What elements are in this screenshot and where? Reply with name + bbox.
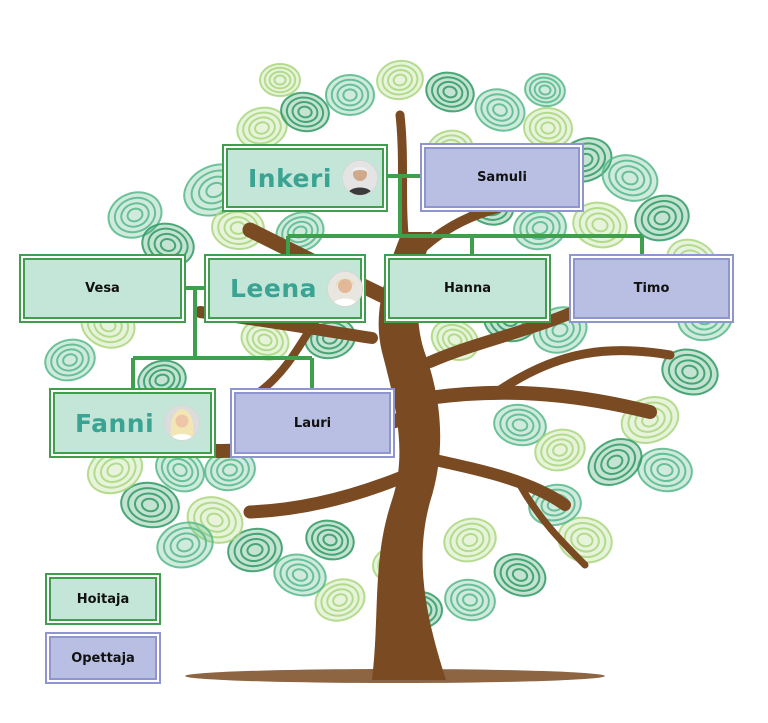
leaf-icon xyxy=(376,59,424,101)
leaf-icon xyxy=(314,578,366,622)
leaf-icon xyxy=(227,527,283,573)
leaf-icon xyxy=(305,519,355,561)
node-name: Leena xyxy=(230,274,318,303)
person-photo-icon xyxy=(341,160,378,196)
node-lauri[interactable]: Lauri xyxy=(234,392,391,454)
legend-label: Opettaja xyxy=(71,650,135,666)
node-name: Inkeri xyxy=(248,163,332,193)
node-timo[interactable]: Timo xyxy=(573,258,730,319)
legend-hoitaja: Hoitaja xyxy=(49,577,157,621)
node-fanni[interactable]: Fanni xyxy=(53,392,212,454)
node-name: Lauri xyxy=(293,415,332,431)
leaf-icon xyxy=(259,63,301,97)
leaf-icon xyxy=(273,553,327,597)
leaf-icon xyxy=(156,521,214,569)
leaf-icon xyxy=(474,88,526,132)
leaf-icon xyxy=(524,72,566,108)
family-connectors xyxy=(131,174,644,390)
leaf-icon xyxy=(523,106,573,150)
leaf-icon xyxy=(601,154,659,202)
leaf-icon xyxy=(443,517,497,563)
leaf-icon xyxy=(661,348,719,396)
person-photo-icon xyxy=(164,405,201,441)
leaf-icon xyxy=(513,205,567,251)
leaf-icon xyxy=(634,194,690,242)
node-name: Samuli xyxy=(477,170,527,185)
leaf-icon xyxy=(44,338,96,382)
leaf-icon xyxy=(280,91,330,133)
leaf-icon xyxy=(534,428,586,472)
node-inkeri[interactable]: Inkeri xyxy=(226,148,384,208)
node-leena[interactable]: Leena xyxy=(208,258,364,319)
person-photo-icon xyxy=(327,270,364,307)
node-name: Vesa xyxy=(85,281,120,296)
leaf-icon xyxy=(587,438,643,486)
node-samuli[interactable]: Samuli xyxy=(424,147,580,208)
leaf-icon xyxy=(107,191,163,239)
legend-opettaja: Opettaja xyxy=(49,636,157,680)
legend-label: Hoitaja xyxy=(76,591,130,607)
leaf-icon xyxy=(493,553,547,597)
leaf-icon xyxy=(444,578,496,622)
node-hanna[interactable]: Hanna xyxy=(388,258,547,319)
node-vesa[interactable]: Vesa xyxy=(23,258,182,319)
node-name: Timo xyxy=(633,281,670,296)
leaf-icon xyxy=(425,71,475,113)
leaf-icon xyxy=(637,447,693,493)
node-name: Fanni xyxy=(75,408,155,438)
leaf-icon xyxy=(236,106,288,150)
leaf-icon xyxy=(155,447,205,493)
leaf-icon xyxy=(493,403,547,447)
node-name: Hanna xyxy=(444,281,491,296)
leaf-icon xyxy=(325,74,375,116)
leaf-icon xyxy=(120,481,180,529)
